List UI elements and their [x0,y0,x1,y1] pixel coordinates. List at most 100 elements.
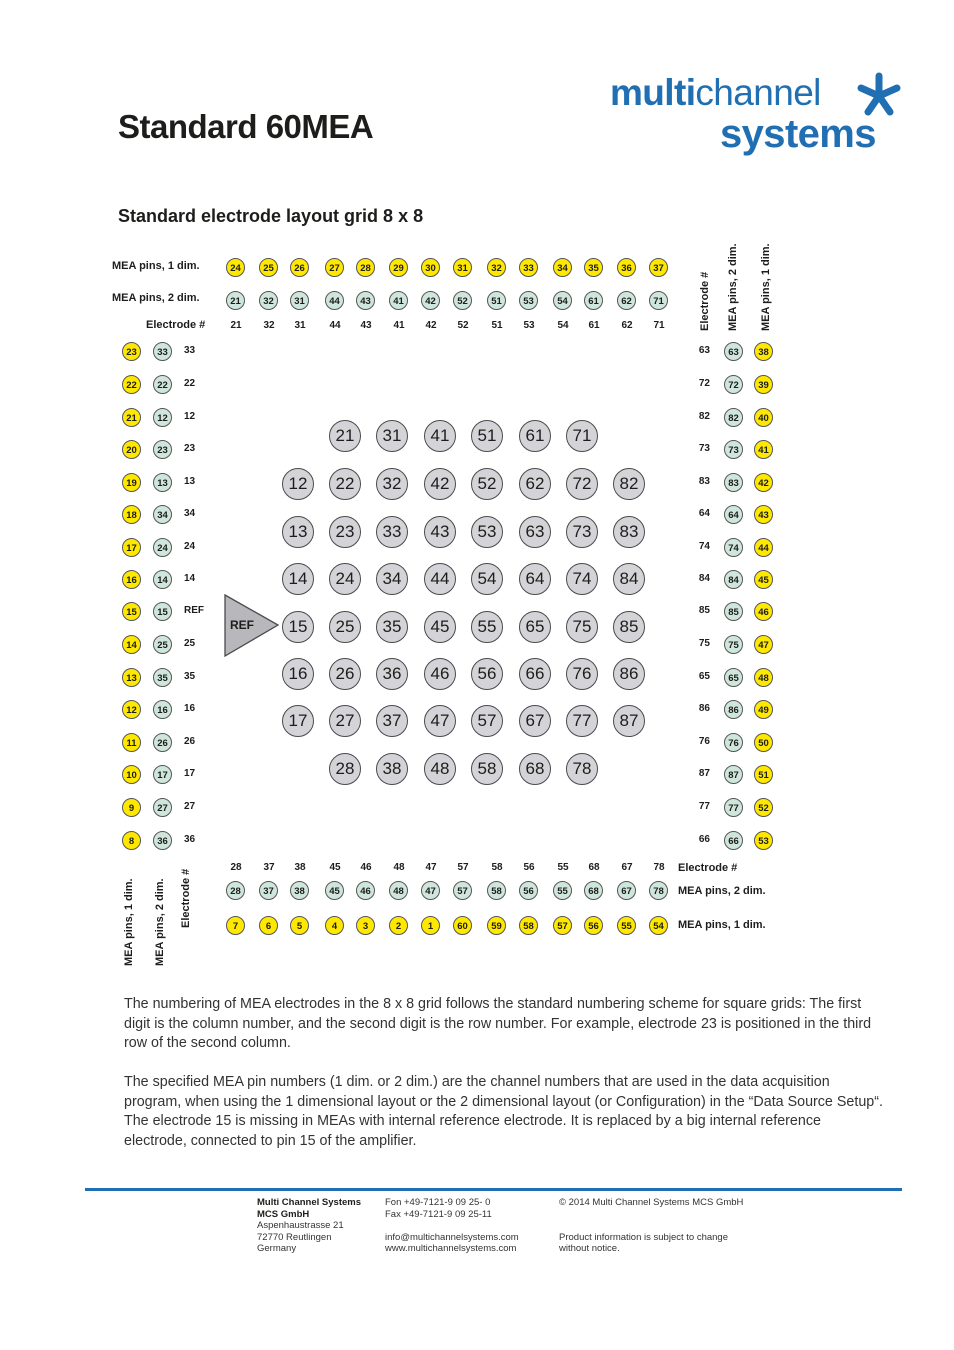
pin-right-mea1: 47 [754,635,773,654]
pin-right-mea1: 42 [754,473,773,492]
pin-right-mea2: 66 [724,831,743,850]
grid-electrode: 56 [471,658,503,690]
grid-electrode: 64 [519,563,551,595]
pin-left-mea2: 17 [153,765,172,784]
electrode-right-number: 82 [698,411,710,422]
pin-right-mea1: 43 [754,505,773,524]
pin-left-mea1: 16 [122,570,141,589]
grid-electrode: 47 [424,705,456,737]
pin-right-mea1: 48 [754,668,773,687]
pin-left-mea1: 9 [122,798,141,817]
electrode-bottom-number: 68 [588,862,600,873]
electrode-left-number: 24 [184,541,196,552]
label-left-mea1: MEA pins, 1 dim. [123,878,135,966]
grid-electrode: 46 [424,658,456,690]
pin-right-mea1: 38 [754,342,773,361]
electrode-bottom-number: 58 [491,862,503,873]
pin-top-mea1: 26 [290,258,309,277]
pin-bottom-mea1: 3 [356,916,375,935]
grid-electrode: 33 [376,516,408,548]
pin-bottom-mea2: 46 [356,881,375,900]
logo-text-line2: systems [720,112,877,156]
grid-electrode: 76 [566,658,598,690]
electrode-left-number: 12 [184,411,196,422]
electrode-top-number: 31 [294,320,306,331]
electrode-top-number: 54 [557,320,569,331]
electrode-top-number: 32 [263,320,275,331]
electrode-left-number: 26 [184,736,196,747]
electrode-bottom-number: 48 [393,862,405,873]
ref-label: REF [230,618,254,632]
grid-electrode: 52 [471,468,503,500]
pin-right-mea2: 82 [724,408,743,427]
pin-left-mea1: 19 [122,473,141,492]
electrode-top-number: 71 [653,320,665,331]
pin-top-mea2: 21 [226,291,245,310]
electrode-bottom-number: 67 [621,862,633,873]
pin-top-mea2: 54 [553,291,572,310]
grid-electrode: 38 [376,753,408,785]
electrode-right-number: 63 [698,345,710,356]
electrode-top-number: 62 [621,320,633,331]
pin-left-mea1: 14 [122,635,141,654]
pin-right-mea2: 65 [724,668,743,687]
grid-electrode: 13 [282,516,314,548]
electrode-left-number: 13 [184,476,196,487]
pin-top-mea1: 30 [421,258,440,277]
grid-electrode: 43 [424,516,456,548]
grid-electrode: 35 [376,611,408,643]
grid-electrode: 86 [613,658,645,690]
pin-left-mea1: 12 [122,700,141,719]
pin-top-mea1: 32 [487,258,506,277]
pin-right-mea1: 40 [754,408,773,427]
label-right-mea2: MEA pins, 2 dim. [727,243,739,331]
electrode-right-number: 75 [698,638,710,649]
electrode-right-number: 76 [698,736,710,747]
grid-electrode: 25 [329,611,361,643]
pin-left-mea1: 21 [122,408,141,427]
grid-electrode: 42 [424,468,456,500]
electrode-bottom-number: 28 [230,862,242,873]
grid-electrode: 14 [282,563,314,595]
footer-divider [85,1188,902,1191]
pin-left-mea2: 33 [153,342,172,361]
grid-electrode: 17 [282,705,314,737]
pin-left-mea2: 16 [153,700,172,719]
grid-electrode: 72 [566,468,598,500]
electrode-left-number: REF [184,605,204,616]
grid-electrode: 44 [424,563,456,595]
pin-top-mea1: 36 [617,258,636,277]
pin-bottom-mea2: 48 [389,881,408,900]
electrode-top-number: 21 [230,320,242,331]
grid-electrode: 37 [376,705,408,737]
grid-electrode: 16 [282,658,314,690]
electrode-right-number: 83 [698,476,710,487]
footer-contact: Fon +49-7121-9 09 25- 0 Fax +49-7121-9 0… [385,1197,519,1254]
grid-electrode: 32 [376,468,408,500]
grid-electrode: 36 [376,658,408,690]
layout-subtitle: Standard electrode layout grid 8 x 8 [118,206,424,226]
pin-bottom-mea2: 55 [553,881,572,900]
electrode-left-number: 36 [184,834,196,845]
pin-top-mea2: 53 [519,291,538,310]
pin-right-mea2: 75 [724,635,743,654]
pin-top-mea2: 52 [453,291,472,310]
label-top-electrode: Electrode # [146,319,206,331]
pin-top-mea2: 62 [617,291,636,310]
grid-electrode: 61 [519,420,551,452]
pin-top-mea1: 31 [453,258,472,277]
footer-website[interactable]: www.multichannelsystems.com [385,1243,517,1254]
grid-electrode: 87 [613,705,645,737]
pin-right-mea2: 74 [724,538,743,557]
pin-top-mea1: 25 [259,258,278,277]
grid-electrode: 71 [566,420,598,452]
grid-electrode: 65 [519,611,551,643]
pin-right-mea2: 64 [724,505,743,524]
electrode-top-number: 43 [360,320,372,331]
pin-top-mea1: 34 [553,258,572,277]
pin-right-mea1: 45 [754,570,773,589]
electrode-top-number: 52 [457,320,469,331]
pin-top-mea1: 37 [649,258,668,277]
pin-left-mea2: 34 [153,505,172,524]
footer-email[interactable]: info@multichannelsystems.com [385,1231,519,1243]
